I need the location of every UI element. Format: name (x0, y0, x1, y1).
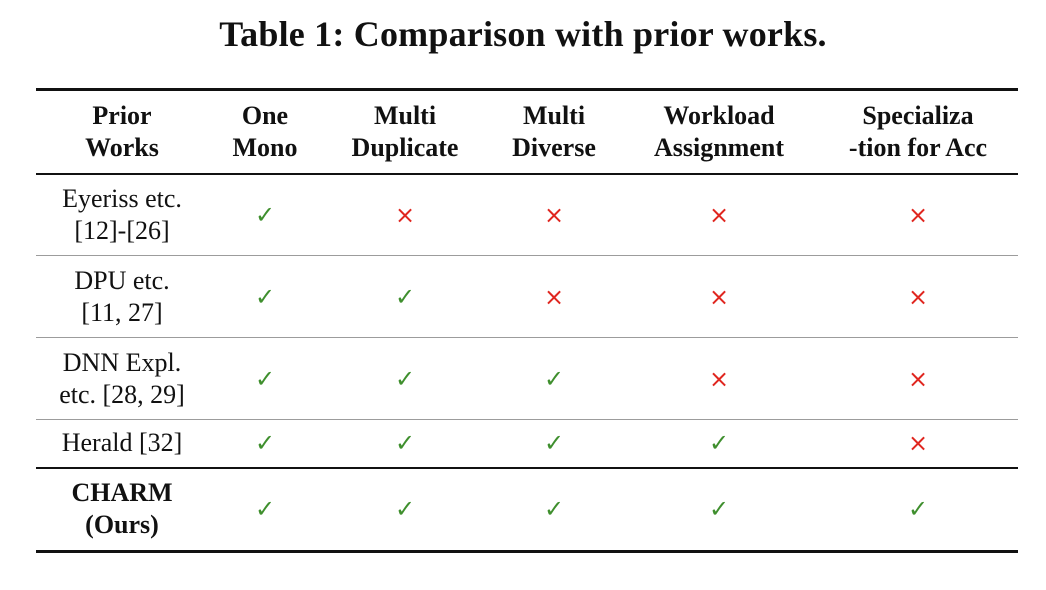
feature-cell: ✓ (488, 338, 620, 420)
feature-cell: × (620, 338, 818, 420)
prior-work-line: (Ours) (85, 510, 159, 540)
header-row: Prior Works One Mono Multi Duplicate Mul… (36, 89, 1018, 174)
cross-icon: × (708, 200, 730, 229)
comparison-table-container: Prior Works One Mono Multi Duplicate Mul… (36, 88, 1018, 553)
feature-cell: ✓ (208, 174, 322, 256)
prior-work-line: DPU etc. (74, 265, 170, 295)
header-line: -tion for Acc (848, 132, 988, 162)
table-header: Prior Works One Mono Multi Duplicate Mul… (36, 89, 1018, 174)
feature-cell: ✓ (322, 338, 488, 420)
header-line: Specializa (862, 100, 974, 130)
header-line: Assignment (653, 132, 784, 162)
feature-cell: ✓ (620, 468, 818, 552)
check-icon: ✓ (543, 364, 565, 393)
prior-work-line: [11, 27] (81, 297, 163, 327)
header-line: Diverse (512, 132, 596, 162)
header-line: One (241, 100, 289, 130)
table-body: Eyeriss etc. [12]-[26] ✓ × × × × DPU etc… (36, 174, 1018, 552)
header-line: Prior (92, 100, 152, 130)
feature-cell: ✓ (208, 420, 322, 468)
check-icon: ✓ (543, 429, 565, 458)
cross-icon: × (543, 282, 565, 311)
feature-cell: ✓ (488, 468, 620, 552)
prior-work-line: DNN Expl. (62, 347, 182, 377)
feature-cell: × (488, 174, 620, 256)
feature-cell: × (818, 420, 1018, 468)
check-icon: ✓ (708, 495, 730, 524)
prior-work-line: [12]-[26] (74, 215, 170, 245)
cross-icon: × (543, 200, 565, 229)
check-icon: ✓ (254, 200, 276, 229)
cross-icon: × (907, 200, 929, 229)
header-multi-duplicate: Multi Duplicate (322, 90, 488, 174)
feature-cell: ✓ (322, 420, 488, 468)
check-icon: ✓ (254, 364, 276, 393)
prior-work-cell: DPU etc. [11, 27] (36, 256, 208, 338)
check-icon: ✓ (254, 429, 276, 458)
feature-cell: ✓ (208, 468, 322, 552)
header-line: Mono (232, 132, 298, 162)
header-multi-diverse: Multi Diverse (488, 90, 620, 174)
check-icon: ✓ (543, 495, 565, 524)
prior-work-line: Herald [32] (61, 428, 183, 458)
feature-cell: ✓ (208, 338, 322, 420)
header-line: Works (85, 132, 159, 162)
feature-cell: × (818, 174, 1018, 256)
header-line: Multi (373, 100, 437, 130)
prior-work-line: CHARM (71, 478, 173, 508)
feature-cell: ✓ (818, 468, 1018, 552)
cross-icon: × (907, 282, 929, 311)
feature-cell: × (322, 174, 488, 256)
feature-cell: ✓ (488, 420, 620, 468)
prior-work-cell: Herald [32] (36, 420, 208, 468)
feature-cell: ✓ (620, 420, 818, 468)
check-icon: ✓ (394, 429, 416, 458)
prior-work-line: etc. [28, 29] (59, 379, 185, 409)
prior-work-cell: Eyeriss etc. [12]-[26] (36, 174, 208, 256)
comparison-table: Prior Works One Mono Multi Duplicate Mul… (36, 88, 1018, 553)
feature-cell: × (620, 256, 818, 338)
feature-cell: ✓ (322, 256, 488, 338)
cross-icon: × (708, 282, 730, 311)
cross-icon: × (394, 200, 416, 229)
feature-cell: ✓ (208, 256, 322, 338)
check-icon: ✓ (254, 282, 276, 311)
cross-icon: × (907, 364, 929, 393)
check-icon: ✓ (254, 495, 276, 524)
table-row: DPU etc. [11, 27] ✓ ✓ × × × (36, 256, 1018, 338)
table-row: DNN Expl. etc. [28, 29] ✓ ✓ ✓ × × (36, 338, 1018, 420)
check-icon: ✓ (907, 495, 929, 524)
feature-cell: × (818, 256, 1018, 338)
cross-icon: × (708, 364, 730, 393)
header-line: Duplicate (351, 132, 459, 162)
header-specialization-for-acc: Specializa -tion for Acc (818, 90, 1018, 174)
header-one-mono: One Mono (208, 90, 322, 174)
cross-icon: × (907, 429, 929, 458)
header-workload-assignment: Workload Assignment (620, 90, 818, 174)
table-caption: Table 1: Comparison with prior works. (219, 14, 827, 54)
feature-cell: ✓ (322, 468, 488, 552)
table-row: Eyeriss etc. [12]-[26] ✓ × × × × (36, 174, 1018, 256)
check-icon: ✓ (394, 364, 416, 393)
header-line: Multi (522, 100, 586, 130)
header-line: Workload (663, 100, 775, 130)
header-prior-works: Prior Works (36, 90, 208, 174)
prior-work-line: Eyeriss etc. (62, 183, 182, 213)
feature-cell: × (818, 338, 1018, 420)
check-icon: ✓ (394, 495, 416, 524)
table-row: Herald [32] ✓ ✓ ✓ ✓ × (36, 420, 1018, 468)
feature-cell: × (620, 174, 818, 256)
feature-cell: × (488, 256, 620, 338)
check-icon: ✓ (394, 282, 416, 311)
table-row-ours: CHARM (Ours) ✓ ✓ ✓ ✓ ✓ (36, 468, 1018, 552)
prior-work-cell: DNN Expl. etc. [28, 29] (36, 338, 208, 420)
prior-work-cell: CHARM (Ours) (36, 468, 208, 552)
check-icon: ✓ (708, 429, 730, 458)
